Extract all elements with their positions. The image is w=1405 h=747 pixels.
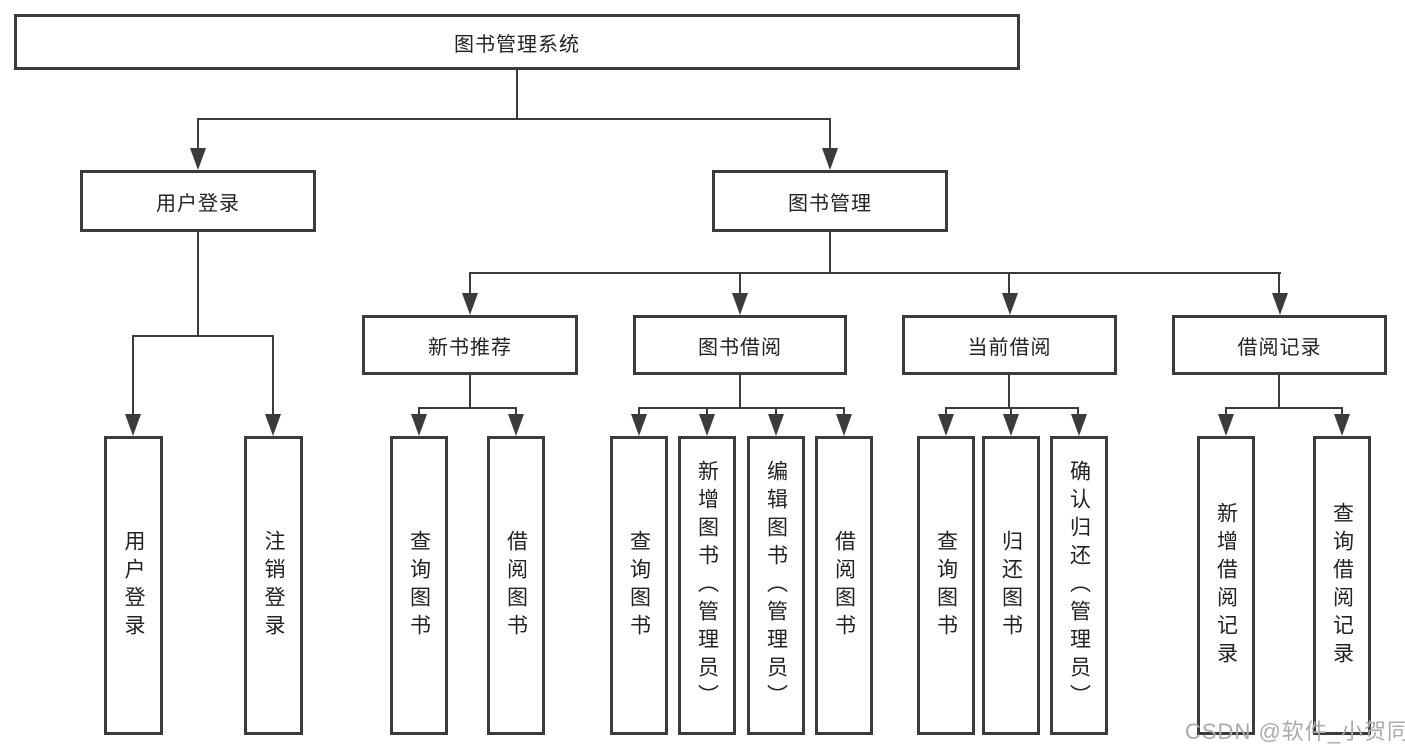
- leaf-return-book: 归还图书: [982, 436, 1040, 735]
- leaf-add-borrow-record-label: 新增借阅记录: [1214, 501, 1238, 670]
- arrowhead-icon: [699, 414, 715, 436]
- node-book-management: 图书管理: [712, 170, 948, 232]
- leaf-user-login: 用户登录: [104, 436, 163, 735]
- arrowhead-icon: [1272, 293, 1288, 315]
- edge-hline: [132, 335, 274, 337]
- edge-vline: [1010, 407, 1012, 417]
- edge-vline: [469, 375, 471, 409]
- edge-hline: [1225, 407, 1343, 409]
- leaf-add-book-admin-label: 新增图书（管理员）: [695, 459, 719, 712]
- edge-vline: [1341, 407, 1343, 417]
- edge-hline: [197, 118, 831, 120]
- arrowhead-icon: [631, 414, 647, 436]
- edge-vline: [739, 375, 741, 409]
- node-book-management-label: 图书管理: [788, 192, 872, 215]
- leaf-query-book-3: 查询图书: [917, 436, 975, 735]
- arrowhead-icon: [1002, 293, 1018, 315]
- leaf-return-book-label: 归还图书: [999, 529, 1023, 642]
- node-current-borrow-label: 当前借阅: [967, 336, 1052, 359]
- edge-vline: [1278, 375, 1280, 409]
- leaf-logout-label: 注销登录: [262, 529, 285, 642]
- node-borrow-records: 借阅记录: [1172, 315, 1387, 375]
- arrowhead-icon: [1218, 414, 1234, 436]
- arrowhead-icon: [768, 414, 784, 436]
- arrowhead-icon: [732, 293, 748, 315]
- leaf-query-book-3-label: 查询图书: [934, 529, 958, 642]
- arrowhead-icon: [1071, 414, 1087, 436]
- arrowhead-icon: [411, 414, 427, 436]
- leaf-query-book-1-label: 查询图书: [407, 529, 431, 642]
- edge-vline: [516, 70, 518, 120]
- arrowhead-icon: [1003, 414, 1019, 436]
- edge-vline: [706, 407, 708, 417]
- arrowhead-icon: [938, 414, 954, 436]
- node-current-borrow: 当前借阅: [902, 315, 1117, 375]
- node-root: 图书管理系统: [14, 14, 1020, 70]
- edge-vline: [829, 118, 831, 152]
- edge-hline: [469, 272, 1281, 274]
- node-borrow-records-label: 借阅记录: [1237, 336, 1322, 359]
- edge-vline: [272, 335, 274, 416]
- arrowhead-icon: [836, 414, 852, 436]
- arrowhead-icon: [125, 414, 141, 436]
- edge-vline: [945, 407, 947, 417]
- leaf-query-borrow-record: 查询借阅记录: [1313, 436, 1371, 735]
- edge-vline: [739, 272, 741, 295]
- leaf-borrow-book-2: 借阅图书: [815, 436, 873, 735]
- leaf-confirm-return-admin: 确认归还（管理员）: [1050, 436, 1108, 735]
- arrowhead-icon: [1334, 414, 1350, 436]
- node-root-label: 图书管理系统: [454, 33, 580, 56]
- arrowhead-icon: [265, 414, 281, 436]
- edge-hline: [945, 407, 1079, 409]
- leaf-query-book-2: 查询图书: [610, 436, 668, 735]
- edge-vline: [1077, 407, 1079, 417]
- edge-vline: [132, 335, 134, 416]
- leaf-user-login-label: 用户登录: [122, 529, 145, 642]
- node-new-book-recommend-label: 新书推荐: [428, 336, 512, 359]
- edge-vline: [1225, 407, 1227, 417]
- leaf-borrow-book-1-label: 借阅图书: [504, 529, 528, 642]
- arrowhead-icon: [462, 293, 478, 315]
- edge-vline: [1278, 272, 1280, 295]
- leaf-add-book-admin: 新增图书（管理员）: [678, 436, 736, 735]
- edge-hline: [418, 407, 517, 409]
- leaf-query-book-1: 查询图书: [390, 436, 448, 735]
- edge-vline: [1008, 375, 1010, 409]
- edge-vline: [638, 407, 640, 417]
- edge-vline: [197, 232, 199, 337]
- leaf-query-book-2-label: 查询图书: [627, 529, 651, 642]
- edge-vline: [829, 232, 831, 274]
- edge-vline: [775, 407, 777, 417]
- leaf-borrow-book-2-label: 借阅图书: [832, 529, 856, 642]
- edge-vline: [197, 118, 199, 152]
- edge-vline: [1008, 272, 1010, 295]
- edge-vline: [515, 407, 517, 417]
- leaf-edit-book-admin: 编辑图书（管理员）: [747, 436, 805, 735]
- edge-vline: [418, 407, 420, 417]
- arrowhead-icon: [190, 148, 206, 170]
- leaf-borrow-book-1: 借阅图书: [487, 436, 545, 735]
- leaf-add-borrow-record: 新增借阅记录: [1197, 436, 1255, 735]
- node-book-borrow-label: 图书借阅: [698, 336, 782, 359]
- node-new-book-recommend: 新书推荐: [362, 315, 578, 375]
- node-user-login: 用户登录: [80, 170, 316, 232]
- leaf-edit-book-admin-label: 编辑图书（管理员）: [764, 459, 788, 712]
- edge-vline: [843, 407, 845, 417]
- arrowhead-icon: [508, 414, 524, 436]
- edge-vline: [469, 272, 471, 295]
- arrowhead-icon: [822, 148, 838, 170]
- watermark: CSDN @软件_小贺同学: [1185, 719, 1405, 744]
- leaf-query-borrow-record-label: 查询借阅记录: [1330, 501, 1354, 670]
- node-book-borrow: 图书借阅: [633, 315, 847, 375]
- edge-hline: [638, 407, 844, 409]
- leaf-logout: 注销登录: [244, 436, 303, 735]
- node-user-login-label: 用户登录: [156, 192, 240, 215]
- leaf-confirm-return-admin-label: 确认归还（管理员）: [1067, 459, 1091, 712]
